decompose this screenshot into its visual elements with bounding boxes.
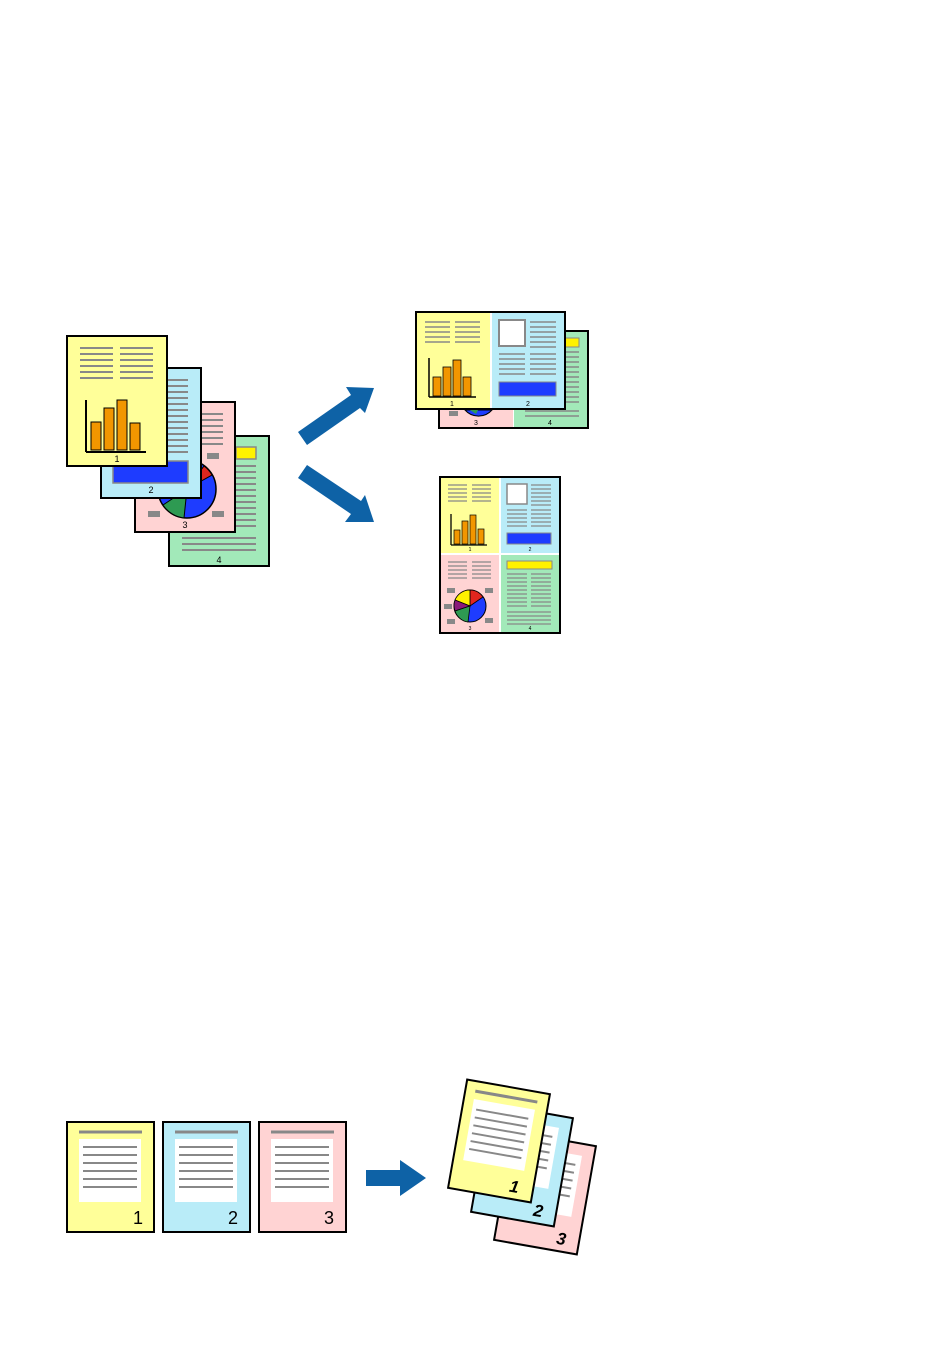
collate-output-stack: 3 2 1	[448, 1080, 596, 1255]
collate-output-page-1: 1	[448, 1080, 550, 1203]
page-number: 4	[548, 420, 552, 427]
page-number: 4	[216, 555, 221, 565]
page-number: 3	[324, 1208, 334, 1228]
two-up-front-sheet: 1 2	[416, 312, 565, 409]
collate-source-page-2: 2	[163, 1122, 250, 1232]
four-up-page-4: 4	[501, 555, 559, 632]
two-up-result: 3 4	[416, 312, 588, 428]
four-up-page-3: 3	[441, 555, 499, 632]
page-number: 1	[450, 401, 454, 408]
collate-source-pages: 1 2 3	[67, 1122, 346, 1232]
collate-source-page-3: 3	[259, 1122, 346, 1232]
collate-arrow-icon	[366, 1160, 426, 1196]
page-number: 1	[469, 547, 472, 553]
page-number: 4	[529, 626, 532, 632]
page-number: 1	[114, 454, 119, 464]
page-number: 2	[526, 401, 530, 408]
page-number: 2	[148, 485, 153, 495]
pie-chart-icon	[454, 590, 486, 622]
page-number: 3	[182, 520, 187, 530]
page-number: 1	[133, 1208, 143, 1228]
arrow-to-four-up-icon	[298, 465, 374, 522]
four-up-result: 1 2	[440, 477, 560, 633]
page-number: 2	[228, 1208, 238, 1228]
page-number: 3	[469, 626, 472, 632]
collate-source-page-1: 1	[67, 1122, 154, 1232]
four-up-page-2: 2	[501, 478, 559, 553]
arrow-to-two-up-icon	[298, 387, 374, 445]
source-page-stack: 4 3	[67, 336, 269, 566]
four-up-page-1: 1	[441, 478, 499, 553]
page-number: 3	[474, 420, 478, 427]
page-number: 2	[529, 547, 532, 553]
source-page-1: 1	[67, 336, 167, 466]
